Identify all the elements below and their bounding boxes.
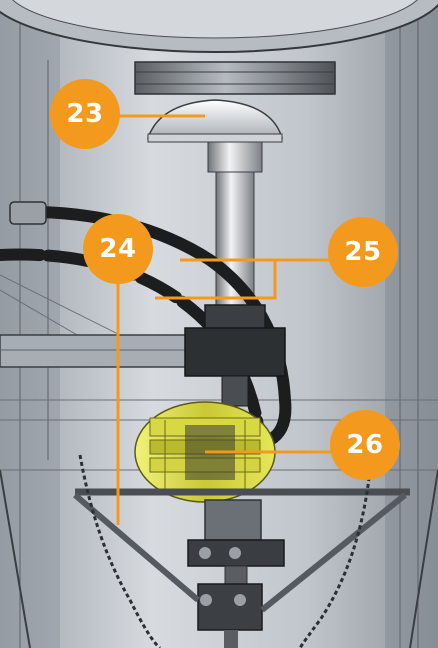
top-ring bbox=[134, 61, 336, 95]
lower-stem bbox=[204, 499, 262, 541]
leader-24-hose bbox=[155, 258, 277, 300]
callout-23-label: 23 bbox=[66, 99, 104, 129]
hose-fitting bbox=[9, 201, 47, 225]
callout-25-label: 25 bbox=[344, 237, 382, 267]
callout-26: 26 bbox=[330, 410, 400, 480]
base-fitting bbox=[197, 583, 263, 631]
coupling-block bbox=[184, 327, 286, 377]
callout-26-label: 26 bbox=[346, 430, 384, 460]
chain-right bbox=[298, 469, 372, 648]
callout-23: 23 bbox=[50, 79, 120, 149]
horizontal-pipe bbox=[0, 334, 201, 368]
callout-24-label: 24 bbox=[99, 234, 137, 264]
dome-cap bbox=[146, 99, 283, 139]
shaft-collar bbox=[207, 141, 263, 173]
callout-24: 24 bbox=[83, 214, 153, 284]
callout-25: 25 bbox=[328, 217, 398, 287]
